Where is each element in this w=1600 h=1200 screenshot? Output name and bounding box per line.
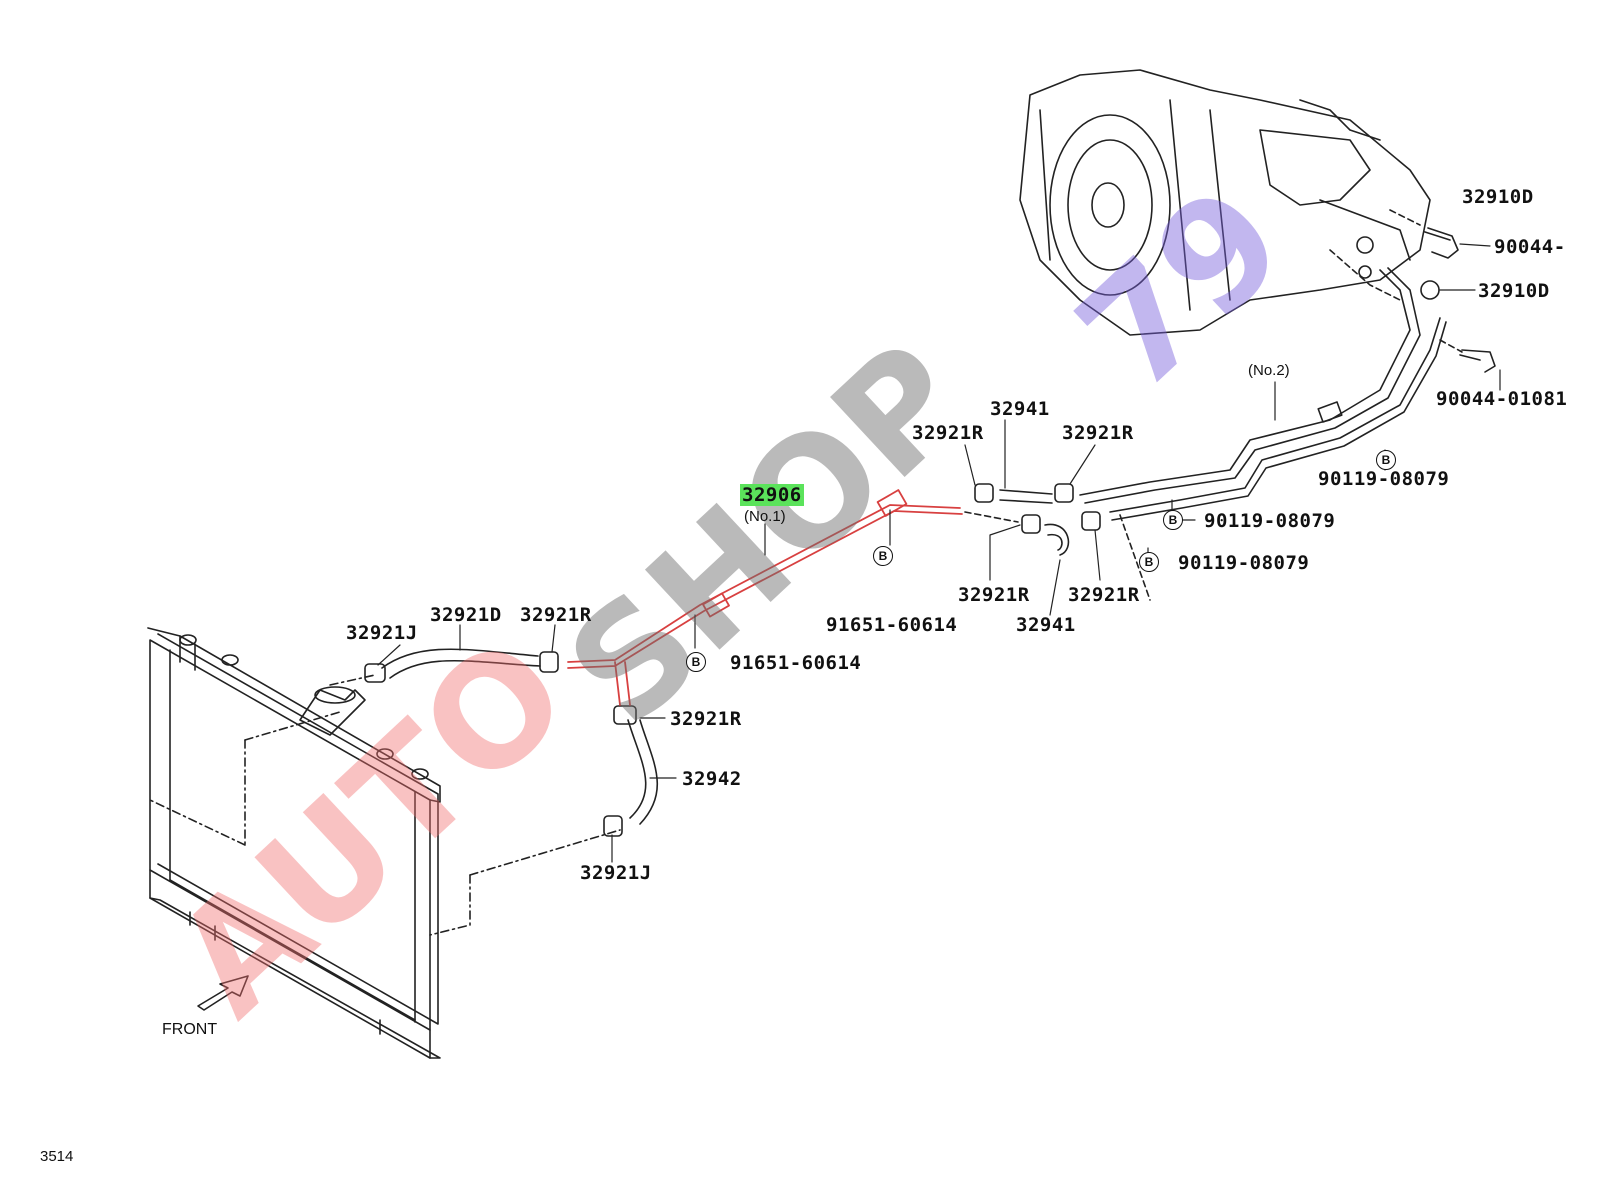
part-label-32921R-lower-left: 32921R: [958, 584, 1030, 606]
hose-32921D: [364, 648, 559, 683]
transmission-drawing: [1019, 69, 1496, 373]
diagram-number: 3514: [40, 1148, 74, 1165]
part-label-90119-08079-b: 90119-08079: [1204, 510, 1336, 532]
part-label-32941-lower: 32941: [1016, 614, 1076, 636]
part-label-32921R-hose: 32921R: [670, 708, 742, 730]
pipe-label-no1: (No.1): [744, 508, 786, 525]
bolt-marker-b: B: [1139, 552, 1159, 572]
part-label-32921J-upper: 32921J: [346, 622, 418, 644]
bolt-marker-b: B: [873, 546, 893, 566]
bolt-marker-b: B: [1163, 510, 1183, 530]
cooler-pipe-no1: [567, 489, 963, 706]
hose-32942: [603, 705, 659, 837]
part-label-32921D: 32921D: [430, 604, 502, 626]
part-number-highlight: 32906: [740, 484, 804, 506]
radiator-drawing: [147, 627, 621, 1059]
part-label-32941-upper: 32941: [990, 398, 1050, 420]
part-label-90119-08079-a: 90119-08079: [1318, 468, 1450, 490]
front-direction-label: FRONT: [162, 1021, 218, 1038]
part-label-32921R-upper-right: 32921R: [1062, 422, 1134, 444]
part-label-32921R-upper-left: 32921R: [912, 422, 984, 444]
part-label-90119-08079-c: 90119-08079: [1178, 552, 1310, 574]
bolt-marker-b: B: [1376, 450, 1396, 470]
part-label-32942: 32942: [682, 768, 742, 790]
part-label-32921R-left: 32921R: [520, 604, 592, 626]
part-label-32921R-lower-right: 32921R: [1068, 584, 1140, 606]
part-label-32910D-upper: 32910D: [1462, 186, 1534, 208]
front-arrow-icon: [197, 975, 249, 1011]
part-label-91651-60614-b: 91651-60614: [730, 652, 862, 674]
part-label-32910D-lower: 32910D: [1478, 280, 1550, 302]
pipe-label-no2: (No.2): [1248, 362, 1290, 379]
part-label-90044-01081: 90044-01081: [1436, 388, 1568, 410]
part-label-91651-60614-a: 91651-60614: [826, 614, 958, 636]
bolt-marker-b: B: [686, 652, 706, 672]
part-label-90044: 90044-: [1494, 236, 1566, 258]
part-label-32906: 32906: [740, 484, 804, 506]
hose-32941-upper: [974, 483, 1074, 504]
cooler-pipe-no2: [1079, 267, 1447, 601]
hose-32941-lower: [1021, 511, 1101, 556]
part-label-32921J-lower: 32921J: [580, 862, 652, 884]
